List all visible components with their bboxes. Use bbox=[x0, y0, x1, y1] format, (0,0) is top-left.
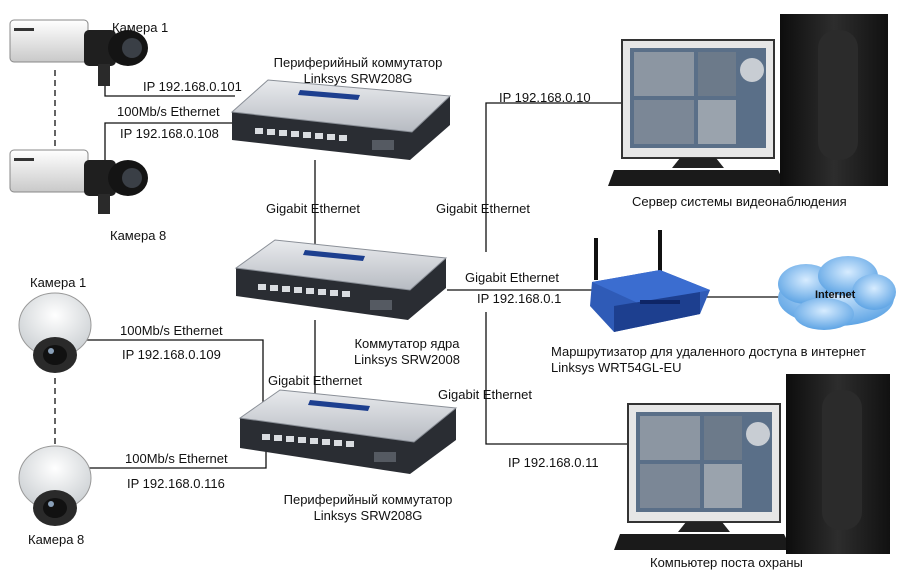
label-ip-108: IP 192.168.0.108 bbox=[120, 126, 219, 141]
guard-computer bbox=[614, 374, 890, 554]
label-core-switch-title: Коммутатор ядра bbox=[354, 336, 460, 351]
internet-cloud bbox=[778, 256, 896, 330]
label-gig-right-top: Gigabit Ethernet bbox=[436, 201, 530, 216]
label-dome-camera-8: Камера 8 bbox=[28, 532, 85, 547]
label-eth-mid: 100Mb/s Ethernet bbox=[120, 323, 223, 338]
label-ip-11: IP 192.168.0.11 bbox=[508, 455, 599, 470]
label-internet: Internet bbox=[815, 289, 856, 301]
label-top-switch-model: Linksys SRW208G bbox=[303, 71, 413, 86]
label-box-camera-8: Камера 8 bbox=[110, 228, 167, 243]
link-guard-pc-to-core bbox=[485, 312, 628, 445]
core-switch bbox=[234, 239, 448, 320]
label-gig-left-bottom: Gigabit Ethernet bbox=[268, 373, 362, 388]
label-bottom-switch-model: Linksys SRW208G bbox=[313, 508, 423, 523]
label-bottom-switch-title: Периферийный коммутатор bbox=[283, 492, 453, 507]
top-peripheral-switch bbox=[230, 79, 452, 160]
label-core-switch-model: Linksys SRW2008 bbox=[354, 352, 460, 367]
label-eth-top: 100Mb/s Ethernet bbox=[117, 104, 220, 119]
label-guard-pc: Компьютер поста охраны bbox=[650, 555, 803, 570]
label-router-model: Linksys WRT54GL-EU bbox=[551, 360, 682, 375]
box-camera-1 bbox=[9, 19, 148, 86]
dome-camera-1 bbox=[18, 292, 92, 373]
label-server: Сервер системы видеонаблюдения bbox=[632, 194, 847, 209]
label-gig-router: Gigabit Ethernet bbox=[465, 270, 559, 285]
label-ip-101: IP 192.168.0.101 bbox=[143, 79, 242, 94]
label-ip-116: IP 192.168.0.116 bbox=[127, 476, 225, 491]
link-server-to-core bbox=[485, 102, 622, 252]
link-dome8-to-bottom-switch bbox=[88, 448, 267, 469]
label-ip-1: IP 192.168.0.1 bbox=[477, 291, 562, 306]
label-box-camera-1: Камера 1 bbox=[112, 20, 169, 35]
link-dome1-to-bottom-switch bbox=[55, 339, 264, 420]
box-camera-8 bbox=[9, 149, 148, 214]
router bbox=[590, 230, 710, 332]
label-dome-camera-1: Камера 1 bbox=[30, 275, 87, 290]
dome-camera-8 bbox=[18, 445, 92, 526]
label-ip-109: IP 192.168.0.109 bbox=[122, 347, 221, 362]
bottom-peripheral-switch bbox=[238, 389, 458, 474]
label-gig-left-top: Gigabit Ethernet bbox=[266, 201, 360, 216]
server-computer bbox=[608, 14, 888, 186]
label-eth-bottom: 100Mb/s Ethernet bbox=[125, 451, 228, 466]
link-cam8-to-top-switch bbox=[104, 122, 235, 170]
label-ip-10: IP 192.168.0.10 bbox=[499, 90, 591, 105]
connection-lines bbox=[54, 70, 786, 469]
label-router-title: Маршрутизатор для удаленного доступа в и… bbox=[551, 344, 866, 359]
label-gig-right-bottom: Gigabit Ethernet bbox=[438, 387, 532, 402]
label-top-switch-title: Периферийный коммутатор bbox=[273, 55, 443, 70]
